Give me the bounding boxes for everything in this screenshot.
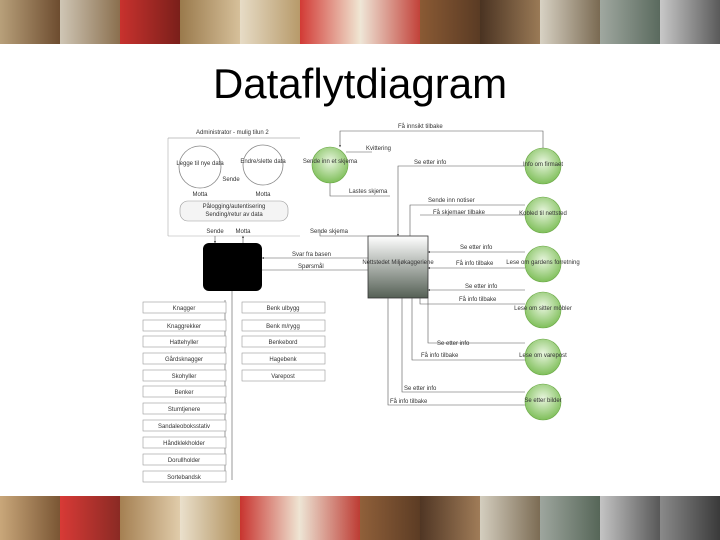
left-item: Sandaleoboksstativ: [158, 424, 210, 430]
admin-motta-right: Motta: [255, 192, 271, 198]
label-sende-skjema: Sende skjema: [310, 229, 349, 235]
process-sende-skjema: [311, 146, 349, 184]
label-sporsmal: Spørsmål: [298, 263, 324, 270]
circle-varepost-label: Lese om varepost: [519, 353, 567, 359]
decorative-photo-strip-bottom: [0, 496, 720, 540]
left-item: Knagger: [173, 306, 196, 312]
left-item-box: [142, 402, 227, 415]
admin-area: Administrator - mulig tilun 2 Legge til …: [167, 130, 300, 237]
admin-motta2-label: Motta: [235, 229, 251, 235]
left-item: Benker: [174, 390, 193, 396]
admin-circle-add: [178, 145, 222, 189]
left-item-box: [142, 335, 227, 348]
circle-bilder: [524, 383, 562, 421]
label-se-etter-info-1: Se etter info: [414, 160, 447, 166]
admin-auth-box: [179, 200, 289, 222]
main-process-label: Nettstedet Miljøkaggeriene: [362, 260, 434, 266]
label-se-etter-info-5: Se etter info: [404, 386, 437, 392]
green-circles: Info om firmaet Kobled til nettsted Lese…: [506, 147, 580, 421]
right-item: Hagebenk: [269, 357, 297, 363]
right-product-list: Benk ulbygg Benk m/rygg Benkebord Hagebe…: [241, 301, 326, 382]
label-sende-inn-notiser: Sende inn notiser: [428, 198, 475, 204]
label-se-etter-info-3: Se etter info: [465, 284, 498, 290]
admin-send-label: Sende: [222, 177, 240, 183]
left-product-list: Knagger Knaggrekker Hattehyller Gårdskna…: [142, 301, 227, 483]
label-lastes-skjema: Lastes skjema: [349, 189, 388, 195]
admin-circle-edit: [242, 144, 284, 186]
left-item: Sortebandsk: [167, 475, 202, 481]
left-item: Knaggrekker: [167, 324, 201, 330]
label-se-etter-info-4: Se etter info: [437, 341, 470, 347]
label-fa-info-3: Få info tilbake: [421, 352, 459, 359]
left-item: Hattehyller: [170, 340, 199, 346]
left-item: Gårdsknagger: [165, 356, 203, 363]
label-fa-skjemaer: Få skjemaer tilbake: [433, 209, 486, 216]
label-fa-info-4: Få info tilbake: [390, 398, 428, 405]
left-item: Dorullholder: [168, 458, 200, 464]
label-fa-info-1: Få info tilbake: [456, 260, 494, 267]
left-item: Stumtjenere: [168, 407, 201, 413]
right-item: Benk m/rygg: [266, 324, 300, 330]
left-item-box: [142, 453, 227, 466]
left-item-box: [142, 436, 227, 449]
admin-send-row: Sending/retur av data: [205, 212, 263, 218]
process-sende-skjema-label: Sende inn et skjema: [303, 159, 358, 165]
left-item-box: [142, 470, 227, 483]
admin-circle-edit-label: Endre/slette data: [240, 159, 286, 165]
label-fa-innsikt: Få innsikt tilbake: [398, 123, 443, 130]
circle-koblet-label: Kobled til nettsted: [519, 211, 567, 217]
right-item-box: [241, 352, 326, 365]
label-kvittering: Kvittering: [366, 146, 391, 152]
admin-auth-row: Pålogging/autentisering: [203, 203, 266, 210]
slide-title: Dataflytdiagram: [212, 60, 508, 107]
circle-info-firma-label: Info om firmaet: [523, 162, 563, 168]
left-item-box: [142, 419, 227, 432]
right-item-box: [241, 369, 326, 382]
circle-mobler: [524, 291, 562, 329]
right-item: Benk ulbygg: [266, 306, 299, 312]
label-fa-info-2: Få info tilbake: [459, 296, 497, 303]
decorative-photo-strip-top: [0, 0, 720, 44]
admin-label: Administrator - mulig tilun 2: [196, 130, 269, 136]
label-se-etter-info-2: Se etter info: [460, 245, 493, 251]
right-item-box: [241, 319, 326, 332]
right-item-box: [241, 301, 326, 314]
left-item-box: [142, 385, 227, 398]
circle-varepost: [524, 338, 562, 376]
main-process-website: [367, 235, 429, 299]
right-item-box: [241, 335, 326, 348]
circle-bilder-label: Se etter bilder: [524, 398, 561, 404]
left-item-box: [142, 301, 227, 314]
database-store: [203, 243, 262, 291]
left-item: Skohyller: [172, 374, 197, 380]
right-item: Varepost: [271, 374, 295, 380]
left-item: Håndklekholder: [163, 440, 205, 447]
circle-gardens: [524, 245, 562, 283]
flow-labels: Få innsikt tilbake Kvittering Se etter i…: [292, 123, 498, 405]
right-item: Benkebord: [268, 340, 297, 346]
label-svar-fra-basen: Svar fra basen: [292, 252, 331, 258]
left-item-box: [142, 352, 227, 365]
left-item-box: [142, 369, 227, 382]
admin-circle-add-label: Legge til nye data: [176, 161, 224, 167]
left-item-box: [142, 319, 227, 332]
circle-mobler-label: Lese om sitter möbler: [514, 306, 572, 312]
circle-gardens-label: Lese om gardens forretning: [506, 260, 579, 266]
admin-motta-left: Motta: [192, 192, 208, 198]
admin-sende-label: Sende: [206, 229, 224, 235]
